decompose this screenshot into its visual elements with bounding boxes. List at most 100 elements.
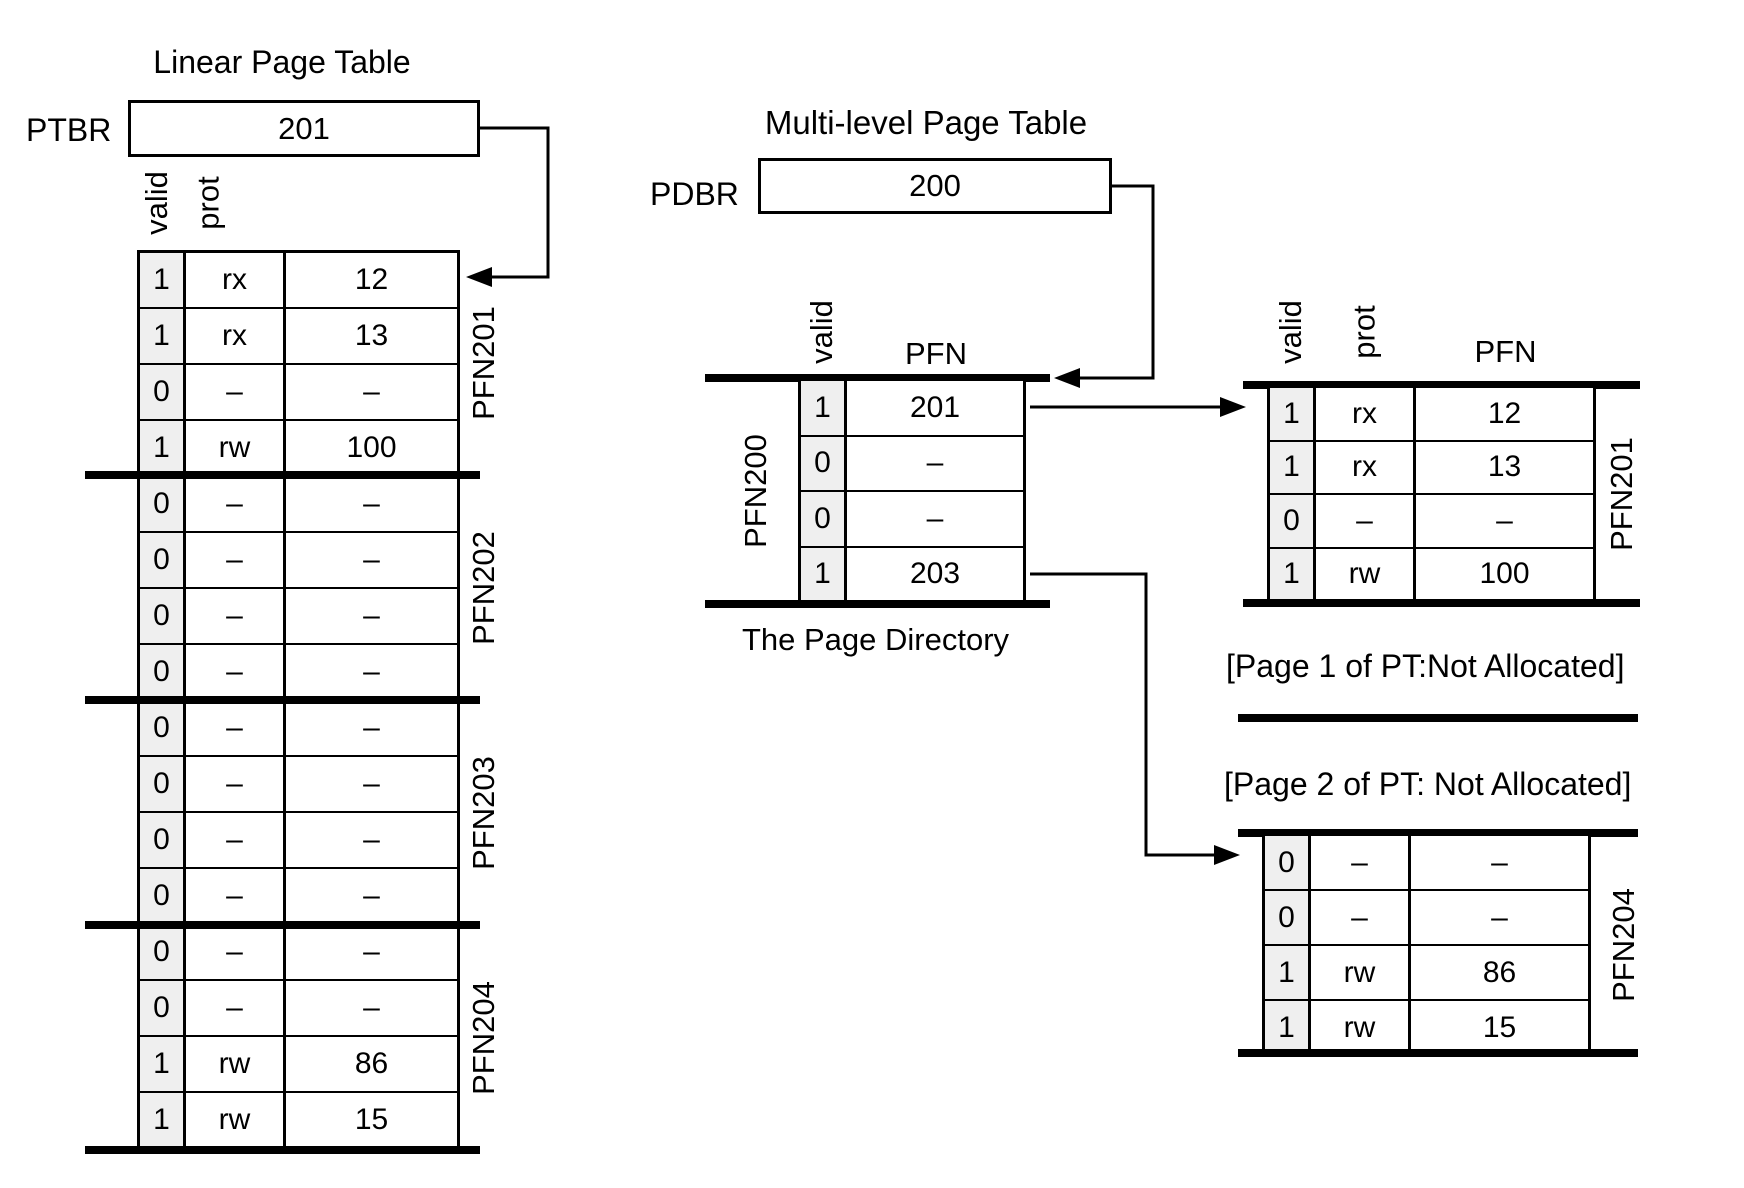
ptbr-label: PTBR [26,112,112,148]
table-cell: 12 [1487,396,1522,430]
page-directory-caption: The Page Directory [741,622,1010,657]
table-cell: 0 [140,701,186,755]
table-row: 0–– [140,981,457,1037]
page-boundary-line [85,1146,480,1154]
table-cell: – [363,879,380,912]
table-cell: 0 [140,981,186,1035]
table-cell: – [363,487,380,520]
table-cell: – [186,981,286,1035]
table-cell: 86 [1482,955,1517,989]
table-cell: 1 [140,253,186,307]
table-row: 0–– [140,813,457,869]
table-cell: – [363,767,380,800]
table-cell: – [1491,900,1508,934]
arrow-directory-201-to-pfn201 [1030,397,1246,417]
table-cell: 13 [1487,450,1522,484]
table-cell: 0 [140,813,186,867]
table-cell: – [186,365,286,419]
table-row: 0–– [140,365,457,421]
table-row: 0–– [140,869,457,925]
table-cell: – [363,599,380,632]
ptbr-value: 201 [278,110,330,146]
linear-valid-column-header: valid [139,171,175,235]
table-cell: – [1311,891,1411,944]
table-cell: 0 [801,436,847,490]
pt3-side-label-pfn204: PFN204 [1606,888,1642,1002]
arrow-pdbr-to-page-directory [1054,184,1155,388]
table-cell: 100 [346,431,397,464]
table-cell: – [363,991,380,1024]
directory-side-label-pfn200: PFN200 [738,434,774,548]
table-cell: – [1496,503,1513,537]
linear-group-label-pfn204: PFN204 [466,980,502,1095]
table-cell: 1 [140,421,186,475]
table-cell: 0 [140,589,186,643]
table-row: 0–– [140,533,457,589]
table-cell: rw [186,1037,286,1091]
table-cell: 0 [140,757,186,811]
table-cell: 15 [354,1103,389,1136]
table-cell: 1 [1265,946,1311,999]
page1-not-allocated-note: [Page 1 of PT:Not Allocated] [1226,648,1625,684]
table-cell: 1 [140,1037,186,1091]
table-cell: 203 [909,557,961,591]
table-row: 0– [801,436,1023,492]
table-cell: – [186,925,286,979]
table-cell: rx [1316,388,1416,440]
table-row: 0–– [1270,495,1593,549]
table-row: 0–– [140,589,457,645]
table-row: 0– [801,492,1023,548]
page1-placeholder-line [1238,714,1638,722]
linear-group-label-pfn203: PFN203 [466,755,502,870]
table-cell: 0 [140,477,186,531]
table-cell: rx [1316,441,1416,493]
table-cell: – [186,757,286,811]
table-cell: 0 [801,492,847,546]
pdbr-register-box: 200 [758,158,1112,214]
table-cell: 1 [801,381,847,435]
page-boundary-line [85,696,480,704]
table-cell: rw [1311,1001,1411,1054]
arrow-directory-203-to-pfn204 [1030,572,1240,865]
directory-pfn-column-header: PFN [905,336,967,371]
pt3-bottom-line [1238,1049,1638,1057]
table-cell: rw [1311,946,1411,999]
directory-valid-column-header: valid [804,300,840,364]
table-cell: – [186,533,286,587]
ptbr-register-box: 201 [128,100,480,157]
table-cell: 0 [140,365,186,419]
table-cell: – [186,477,286,531]
table-cell: 0 [140,533,186,587]
table-cell: 1 [1265,1001,1311,1054]
pt0-valid-column-header: valid [1273,300,1309,364]
pdbr-label: PDBR [650,176,739,212]
table-cell: 0 [140,869,186,923]
table-cell: – [363,935,380,968]
page-boundary-line [85,921,480,929]
table-cell: 1 [140,1093,186,1147]
table-cell: rw [186,1093,286,1147]
table-cell: 1 [801,547,847,601]
table-cell: – [186,813,286,867]
table-cell: – [363,655,380,688]
page2-not-allocated-note: [Page 2 of PT: Not Allocated] [1224,766,1632,802]
table-cell: 1 [140,309,186,363]
table-cell: rx [186,309,286,363]
table-cell: – [926,446,944,480]
table-cell: rw [186,421,286,475]
pt0-bottom-line [1243,599,1640,607]
table-cell: 0 [1270,495,1316,547]
linear-prot-column-header: prot [190,176,226,230]
table-cell: 86 [354,1047,389,1080]
table-cell: 0 [140,645,186,699]
table-row: 0–– [140,477,457,533]
pt0-side-label-pfn201: PFN201 [1604,437,1640,551]
